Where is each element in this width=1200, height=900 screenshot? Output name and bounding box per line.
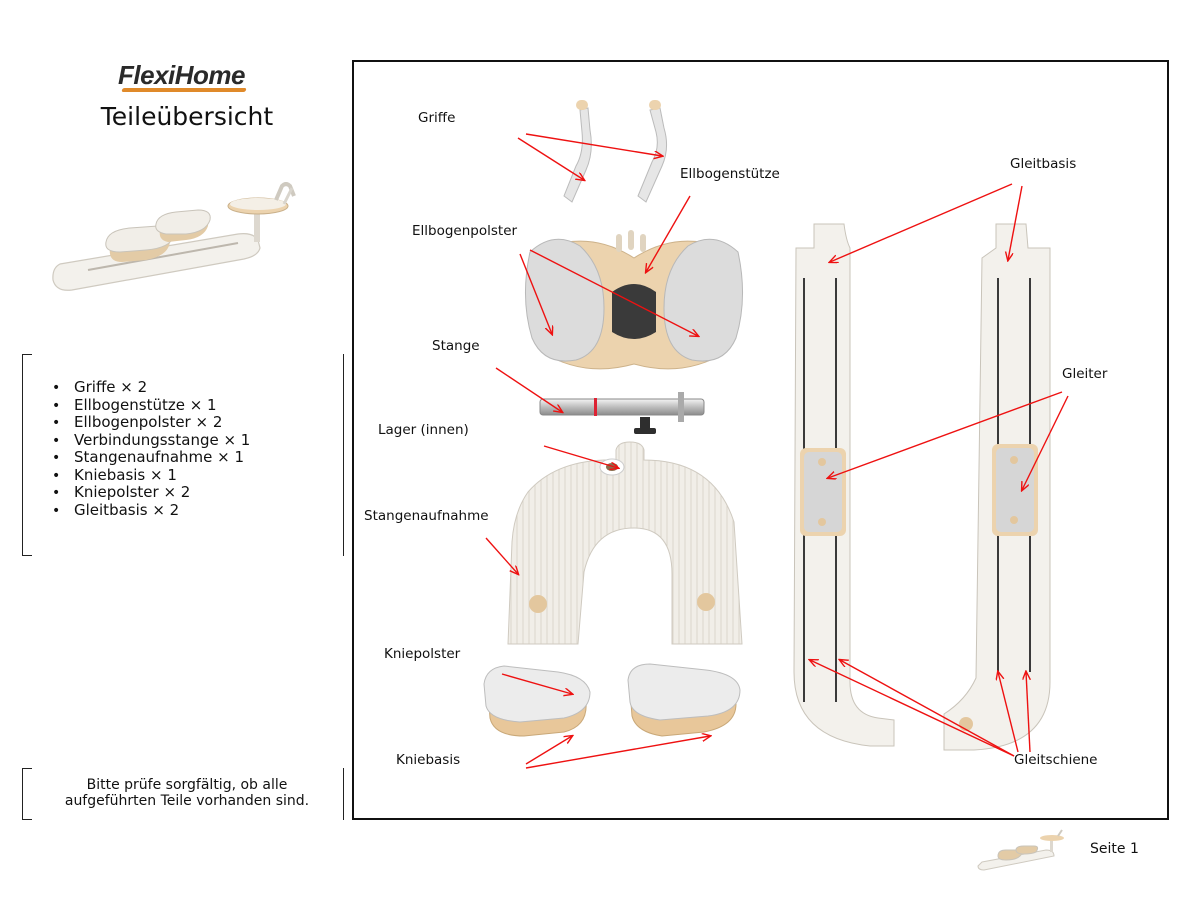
- parts-list-item: Kniepolster × 2: [52, 484, 250, 502]
- logo-swoosh: [121, 88, 247, 92]
- label-kniepolster: Kniepolster: [384, 646, 461, 662]
- label-ellbogenstuetze: Ellbogenstütze: [680, 166, 780, 182]
- footer-product-thumbnail: [977, 829, 1064, 871]
- parts-list: Griffe × 2 Ellbogenstütze × 1 Ellbogenpo…: [52, 379, 250, 519]
- parts-list-item: Verbindungsstange × 1: [52, 431, 250, 450]
- bracket-left: [22, 768, 32, 820]
- bar-part: [539, 392, 705, 434]
- label-kniebasis: Kniebasis: [396, 752, 461, 768]
- parts-list-item: Ellbogenpolster × 2: [52, 414, 250, 432]
- brand-logo: FlexiHome: [118, 60, 258, 96]
- handle-part: [563, 100, 668, 203]
- label-gleitbasis: Gleitbasis: [1010, 156, 1077, 172]
- slide-base-right-part: [943, 223, 1051, 751]
- bar-holder-part: [507, 441, 743, 645]
- parts-list-item: Stangenaufnahme × 1: [52, 449, 250, 467]
- label-stangenaufnahme: Stangenaufnahme: [364, 508, 489, 524]
- parts-list-item: Ellbogenstütze × 1: [52, 396, 250, 415]
- parts-list-item: Kniebasis × 1: [52, 466, 250, 485]
- label-griffe: Griffe: [418, 110, 456, 126]
- parts-diagram: Griffe Ellbogenstütze Ellbogenpolster St…: [352, 60, 1169, 820]
- brand-name: FlexiHome: [118, 60, 246, 90]
- bracket-right: [343, 354, 344, 556]
- parts-list-box: Griffe × 2 Ellbogenstütze × 1 Ellbogenpo…: [22, 354, 344, 556]
- page-number: Seite 1: [1090, 841, 1139, 857]
- check-note-box: Bitte prüfe sorgfältig, ob alle aufgefüh…: [22, 768, 344, 820]
- label-stange: Stange: [432, 338, 480, 354]
- label-lager: Lager (innen): [378, 422, 469, 438]
- parts-diagram-canvas: [483, 100, 1069, 769]
- product-hero-image: [52, 182, 296, 291]
- page-title: Teileübersicht: [100, 102, 274, 131]
- slide-base-left-part: [793, 223, 895, 747]
- label-gleitschiene: Gleitschiene: [1014, 752, 1098, 768]
- parts-list-item: Gleitbasis × 2: [52, 501, 250, 520]
- label-ellbogenpolster: Ellbogenpolster: [412, 223, 518, 239]
- label-gleiter: Gleiter: [1062, 366, 1108, 382]
- bracket-right: [343, 768, 344, 820]
- callout-arrows: [485, 133, 1069, 769]
- knee-pad-part: [483, 663, 741, 737]
- parts-list-item: Griffe × 2: [52, 379, 250, 397]
- bracket-left: [22, 354, 32, 556]
- check-note: Bitte prüfe sorgfältig, ob alle aufgefüh…: [64, 777, 310, 809]
